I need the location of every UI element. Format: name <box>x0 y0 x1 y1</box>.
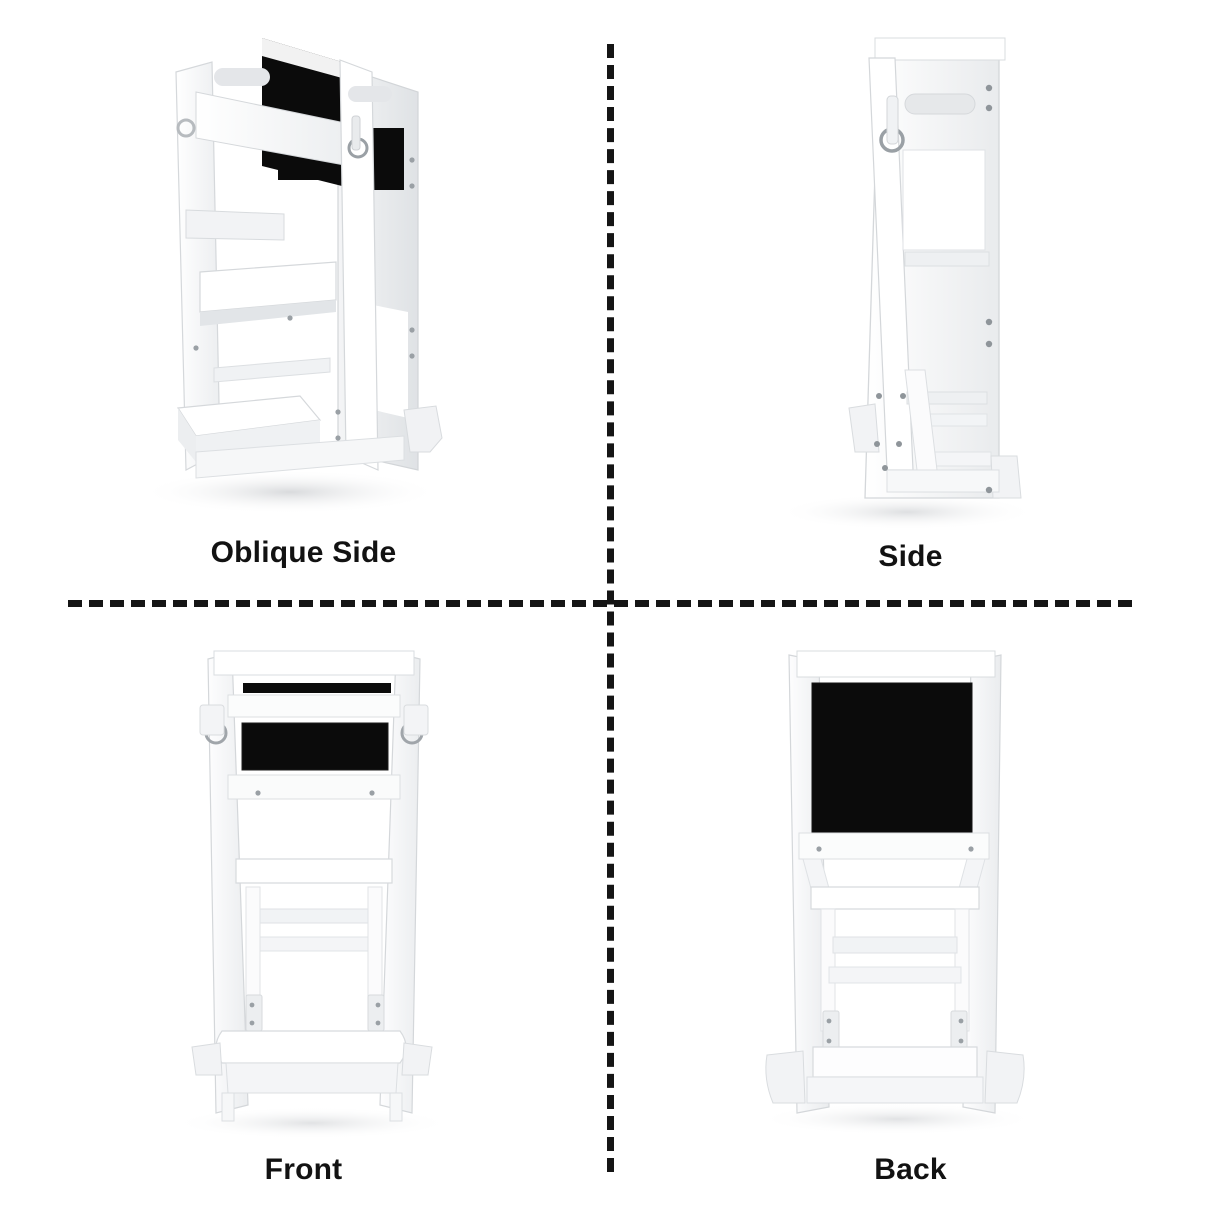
step-bracket-right <box>367 994 385 1032</box>
top-cap <box>874 37 1006 61</box>
step-slat <box>213 357 331 383</box>
inner-support-right <box>954 908 970 1032</box>
ladder-slat-top <box>251 908 377 924</box>
floor-shadow <box>172 1107 452 1139</box>
chalkboard-bottom-frame <box>798 832 990 860</box>
step-bracket-left <box>822 1010 840 1050</box>
product-image-side <box>607 0 1214 607</box>
screw-detail-group <box>816 846 974 1044</box>
safety-rail <box>185 209 285 241</box>
divider-horizontal <box>68 600 1132 607</box>
bottom-rail <box>886 469 1000 493</box>
base-foot-left <box>191 1042 223 1076</box>
product-image-oblique-side <box>0 0 607 607</box>
base-foot-right <box>403 405 443 453</box>
step-bracket-left <box>245 994 263 1032</box>
ladder-slat-top <box>832 936 958 954</box>
step-bracket-right <box>950 1010 968 1050</box>
base-foot-right <box>401 1042 433 1076</box>
platform-edge <box>904 251 990 267</box>
lower-cross-rail <box>227 774 401 800</box>
view-panel-back: Back <box>607 607 1214 1214</box>
floor-shadow <box>140 470 440 514</box>
upper-platform <box>810 886 980 910</box>
lower-step-riser <box>806 1076 984 1104</box>
chalkboard-top-strip <box>243 683 391 693</box>
view-label-front: Front <box>264 1153 343 1186</box>
product-image-back <box>607 607 1214 1214</box>
handle-cutout-left <box>214 68 270 86</box>
bottom-rail <box>195 435 405 479</box>
leg-right <box>389 1092 403 1122</box>
screw-detail-group <box>874 84 993 494</box>
chalkboard-panel <box>241 722 389 771</box>
product-image-front <box>0 607 607 1214</box>
screw-detail-group <box>193 157 415 441</box>
latch-bar <box>886 95 899 145</box>
view-label-side: Side <box>878 540 943 573</box>
base-foot-right <box>984 1050 1025 1104</box>
leg-left <box>221 1092 235 1122</box>
handle-cutout <box>904 93 976 115</box>
top-rail <box>796 650 996 678</box>
screw-detail-group <box>249 790 381 1026</box>
frame-opening <box>902 149 986 251</box>
floor-shadow <box>757 1103 1037 1135</box>
floor-shadow <box>777 494 1037 530</box>
base-foot-left <box>765 1050 806 1104</box>
view-panel-front: Front <box>0 607 607 1214</box>
view-label-back: Back <box>874 1153 947 1186</box>
view-panel-side: Side <box>607 0 1214 607</box>
front-right-upright <box>339 59 379 471</box>
upper-cross-rail <box>227 694 401 718</box>
lower-step <box>812 1046 978 1078</box>
view-label-oblique-side: Oblique Side <box>210 536 397 569</box>
handle-cutout-right <box>348 86 392 102</box>
base-foot-left <box>848 403 880 453</box>
lower-step-riser <box>225 1062 399 1094</box>
top-rail <box>213 650 415 676</box>
upper-platform <box>235 858 393 884</box>
adjustment-ring-left-icon <box>176 118 196 138</box>
ladder-slat-bottom <box>245 936 383 952</box>
ladder-slat-bottom <box>828 966 962 984</box>
chalkboard-panel <box>811 682 973 834</box>
divider-vertical <box>607 44 614 1172</box>
lower-step <box>215 1030 407 1064</box>
view-panel-oblique-side: Oblique Side <box>0 0 607 607</box>
